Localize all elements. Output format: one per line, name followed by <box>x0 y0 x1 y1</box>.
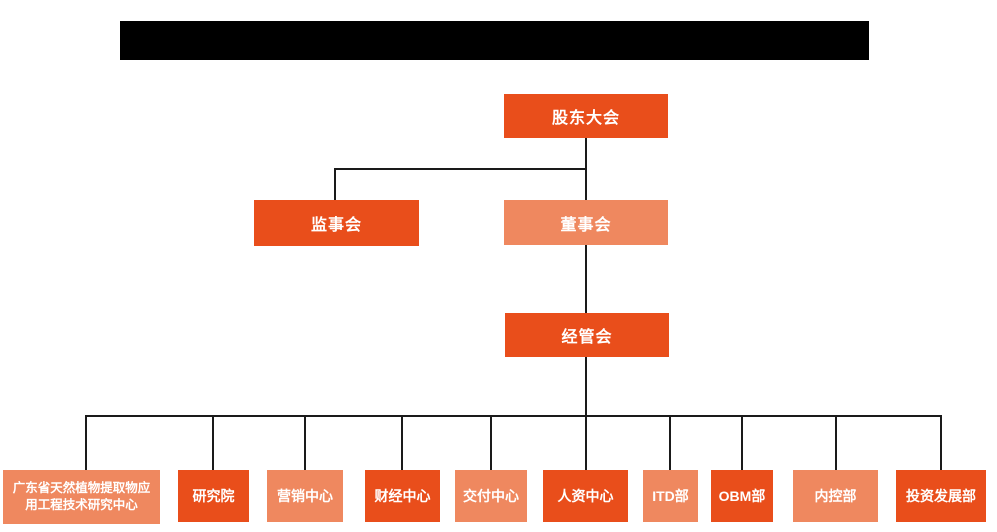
org-node-label: 投资发展部 <box>906 488 976 504</box>
connector-line <box>741 415 743 470</box>
org-node-label: ITD部 <box>652 488 689 504</box>
org-node-label: 人资中心 <box>557 488 614 504</box>
org-node-finance-center: 财经中心 <box>365 470 440 522</box>
connector-line <box>490 415 492 470</box>
org-node-label: 董事会 <box>560 216 612 234</box>
connector-line <box>212 415 214 470</box>
connector-line <box>85 415 942 417</box>
org-node-research-tech-center: 广东省天然植物提取物应用工程技术研究中心 <box>3 470 160 524</box>
org-node-label: OBM部 <box>718 488 766 504</box>
org-node-delivery-center: 交付中心 <box>455 470 527 522</box>
org-node-obm-department: OBM部 <box>711 470 773 522</box>
org-node-itd-department: ITD部 <box>643 470 698 522</box>
org-node-label: 交付中心 <box>463 488 519 504</box>
org-node-label: 股东大会 <box>551 110 620 127</box>
connector-line <box>835 415 837 470</box>
connector-line <box>585 357 587 470</box>
connector-line <box>669 415 671 470</box>
org-node-label: 经管会 <box>561 329 613 346</box>
connector-line <box>304 415 306 470</box>
org-node-supervisory-board: 监事会 <box>254 200 419 246</box>
org-node-label: 监事会 <box>310 217 362 234</box>
org-node-label: 财经中心 <box>374 488 431 504</box>
org-node-investment-development-department: 投资发展部 <box>896 470 986 522</box>
redacted-title-bar <box>120 21 869 60</box>
org-node-label: 营销中心 <box>277 488 333 504</box>
org-node-shareholders-meeting: 股东大会 <box>504 94 668 138</box>
org-node-label: 研究院 <box>192 488 235 504</box>
org-node-board-of-directors: 董事会 <box>504 200 668 245</box>
connector-line <box>585 245 587 313</box>
org-node-label: 内控部 <box>814 488 857 504</box>
connector-line <box>334 168 587 170</box>
connector-line <box>401 415 403 470</box>
connector-line <box>334 168 336 200</box>
connector-line <box>940 415 942 470</box>
org-node-hr-center: 人资中心 <box>543 470 628 522</box>
org-node-marketing-center: 营销中心 <box>267 470 343 522</box>
org-node-internal-control-department: 内控部 <box>793 470 878 522</box>
org-node-label: 广东省天然植物提取物应用工程技术研究中心 <box>12 481 151 512</box>
connector-line <box>85 415 87 470</box>
org-node-research-institute: 研究院 <box>178 470 249 522</box>
org-node-management-committee: 经管会 <box>505 313 669 357</box>
